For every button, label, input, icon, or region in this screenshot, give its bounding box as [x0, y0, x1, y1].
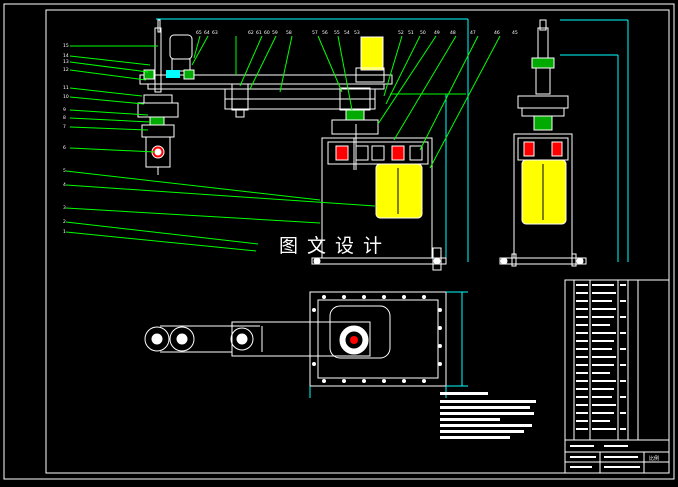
svg-text:5: 5	[63, 168, 66, 174]
svg-text:8: 8	[63, 115, 66, 121]
svg-text:10: 10	[63, 94, 69, 100]
front-view	[137, 18, 469, 271]
svg-text:13: 13	[63, 59, 69, 65]
svg-text:60: 60	[264, 30, 270, 36]
top-view	[144, 291, 468, 398]
svg-text:1: 1	[63, 229, 66, 235]
svg-text:57: 57	[312, 30, 318, 36]
svg-text:49: 49	[434, 30, 440, 36]
svg-text:12: 12	[63, 67, 69, 73]
svg-text:15: 15	[63, 43, 69, 49]
title-block-scale-label: 比例	[649, 455, 659, 462]
svg-text:6: 6	[63, 145, 66, 151]
svg-text:2: 2	[63, 219, 66, 225]
svg-text:58: 58	[286, 30, 292, 36]
corner-mark	[658, 9, 670, 18]
svg-text:45: 45	[512, 30, 518, 36]
svg-text:48: 48	[450, 30, 456, 36]
svg-text:59: 59	[272, 30, 278, 36]
svg-text:46: 46	[494, 30, 500, 36]
svg-text:56: 56	[322, 30, 328, 36]
svg-text:50: 50	[420, 30, 426, 36]
svg-text:55: 55	[334, 30, 340, 36]
svg-text:51: 51	[408, 30, 414, 36]
svg-text:14: 14	[63, 53, 69, 59]
svg-text:7: 7	[63, 124, 66, 130]
outer-frame	[3, 3, 675, 480]
svg-text:65: 65	[196, 30, 202, 36]
title-block-rows	[570, 284, 640, 468]
svg-text:4: 4	[63, 182, 66, 188]
svg-text:63: 63	[212, 30, 218, 36]
svg-text:47: 47	[470, 30, 476, 36]
svg-text:11: 11	[63, 85, 69, 91]
leader-lines	[65, 35, 501, 252]
svg-text:62: 62	[248, 30, 254, 36]
inner-frame	[45, 9, 670, 474]
svg-text:3: 3	[63, 205, 66, 211]
side-view	[499, 19, 629, 267]
svg-text:61: 61	[256, 30, 262, 36]
svg-text:64: 64	[204, 30, 210, 36]
bolt-holes	[312, 295, 442, 383]
svg-text:52: 52	[398, 30, 404, 36]
title-block	[564, 279, 670, 474]
svg-text:54: 54	[344, 30, 350, 36]
svg-text:9: 9	[63, 107, 66, 113]
svg-text:53: 53	[354, 30, 360, 36]
watermark-text: 图文设计	[279, 235, 392, 257]
technical-notes	[440, 392, 536, 439]
